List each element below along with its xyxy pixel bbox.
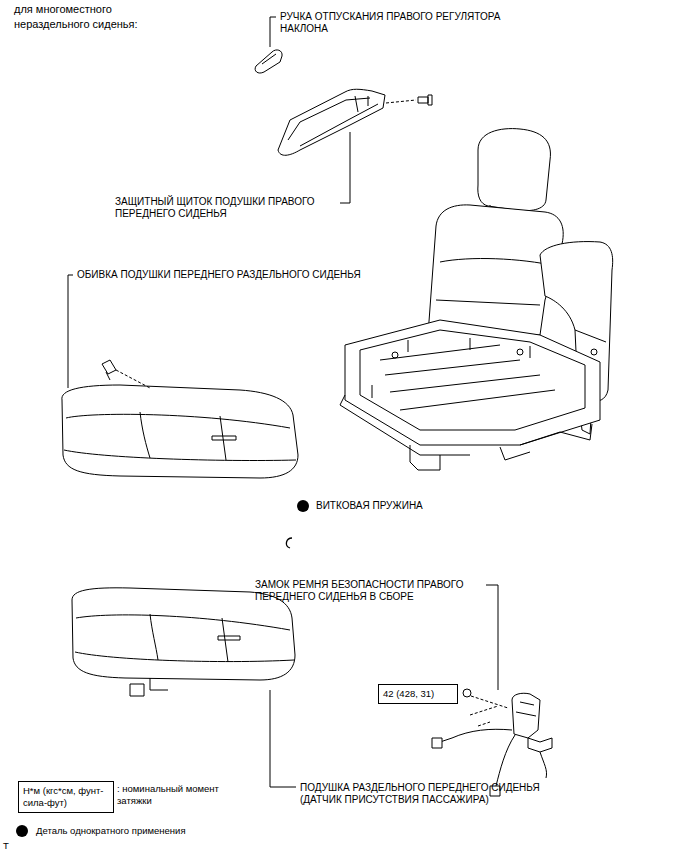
- part-label: для многоместного нераздельного сиденья:: [14, 2, 174, 32]
- figure-code: T: [3, 840, 17, 852]
- legend-text: Деталь однократного применения: [36, 825, 186, 837]
- part-label: ЗАМОК РЕМНЯ БЕЗОПАСНОСТИ ПРАВОГО ПЕРЕДНЕ…: [255, 579, 487, 603]
- torque-legend-box: Н*м (кгс*см, фунт-сила-фут): [18, 781, 114, 813]
- torque-box: 42 (428, 31): [378, 684, 458, 704]
- part-label: ВИТКОВАЯ ПРУЖИНА: [316, 500, 476, 512]
- part-label: : номинальный момент затяжки: [117, 783, 227, 807]
- box-text: Н*м (кгс*см, фунт-сила-фут): [23, 785, 107, 809]
- part-label: ПОДУШКА РАЗДЕЛЬНОГО ПЕРЕДНЕГО СИДЕНЬЯ (Д…: [300, 782, 570, 806]
- part-label: ОБИВКА ПОДУШКИ ПЕРЕДНЕГО РАЗДЕЛЬНОГО СИД…: [77, 269, 417, 281]
- box-text: 42 (428, 31): [383, 688, 434, 700]
- part-label: ЗАЩИТНЫЙ ЩИТОК ПОДУШКИ ПРАВОГО ПЕРЕДНЕГО…: [115, 196, 343, 220]
- part-label: РУЧКА ОТПУСКАНИЯ ПРАВОГО РЕГУЛЯТОРА НАКЛ…: [280, 11, 535, 35]
